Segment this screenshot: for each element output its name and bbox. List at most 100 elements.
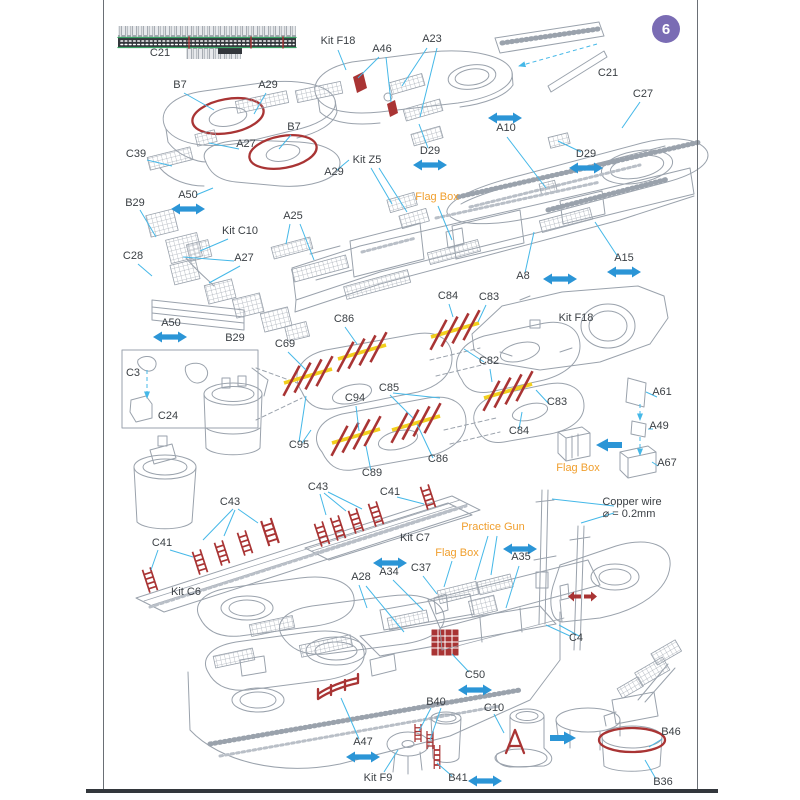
part-label: C43 [308,481,328,493]
part-label: C84 [438,290,458,302]
leader-line [506,136,547,189]
leader-line [477,304,487,323]
leader-line [557,140,582,153]
leader-line [392,392,441,399]
leader-line [545,624,571,637]
part-label: A28 [351,571,371,583]
leader-line [299,223,315,261]
part-label: A61 [652,386,672,398]
flag-box-parts-drawing [557,377,657,479]
part-label: C21 [150,47,170,59]
leader-lines-layer [137,43,663,780]
kit-f18-lower-platform-drawing [471,285,669,371]
part-label: C41 [380,486,400,498]
leader-line [551,498,615,507]
fit-both-ways-arrow [458,684,492,696]
part-label: B7 [287,121,300,133]
leader-line [418,707,432,732]
part-label: C94 [345,392,365,404]
fit-both-ways-arrow [171,203,205,215]
leader-line [645,391,658,398]
leader-line [169,549,194,558]
part-label: B46 [661,726,681,738]
part-label: A8 [516,270,529,282]
part-label: Kit C6 [171,586,201,598]
leader-line [436,762,453,777]
leader-line [594,221,619,258]
leader-line [150,549,159,571]
leader-line [396,496,425,505]
part-label: A46 [372,43,392,55]
part-label: C27 [633,88,653,100]
part-label: C82 [479,355,499,367]
stern-deck-drawing [427,541,671,651]
part-label: C83 [479,291,499,303]
part-label: A29 [324,166,344,178]
part-label: C24 [158,410,178,422]
part-label: B29 [125,197,145,209]
leader-line [298,395,307,443]
main-superstructure-drawing [187,576,561,769]
part-label: B29 [225,332,245,344]
leader-line [535,389,550,405]
leader-line [621,101,641,129]
part-label: C39 [126,148,146,160]
leader-line [370,167,393,205]
part-label: Kit C10 [222,225,258,237]
leader-line [223,509,236,537]
part-label: Copper wire [602,496,661,508]
c27-hull-drawing [446,132,709,225]
c10-funnel-drawing [494,708,553,768]
leader-line [416,423,434,459]
accessory-label: Flag Box [556,462,600,474]
leader-line [651,461,659,467]
part-label: A15 [614,252,634,264]
part-label: ⌀ = 0.2mm [603,508,656,520]
part-label: A49 [649,420,669,432]
accessory-label: Practice Gun [461,521,525,533]
leader-line [437,205,453,241]
funnel-drawing [133,367,269,530]
leader-line [301,429,312,444]
page-number-badge: 6 [652,15,680,43]
part-label: B40 [426,696,446,708]
leader-line [323,492,347,512]
leader-line [208,265,241,284]
page-number: 6 [662,21,670,38]
turret-drawing [555,639,683,772]
kit-c7-deck-drawing [304,483,473,561]
part-label: C37 [411,562,431,574]
leader-line [493,713,505,734]
leader-line [648,738,663,748]
leader-line [505,565,520,609]
leader-line [401,47,428,87]
part-label: C4 [569,632,583,644]
leader-line [199,238,229,252]
part-label: C86 [334,313,354,325]
accessory-label: Flag Box [415,191,459,203]
part-label: C28 [123,250,143,262]
part-label: D29 [576,148,596,160]
part-label: C10 [484,702,504,714]
page-frame-bottom [86,789,718,793]
central-superstructure-drawing [270,167,695,313]
leader-line [340,697,360,740]
part-label: Kit F9 [364,772,393,784]
leader-line [253,92,267,115]
leader-line [580,512,615,524]
leader-line [327,491,363,510]
fit-both-ways-arrow [607,266,641,278]
fit-both-ways-arrow [468,775,502,787]
leader-line [489,368,493,383]
leader-line [392,579,424,611]
part-label: C86 [428,453,448,465]
c21-rail-strip-drawing [117,26,297,59]
forward-platform-drawing [146,80,344,187]
leader-line [365,585,405,633]
leader-line [474,535,489,581]
part-label: B7 [173,79,186,91]
leader-line [385,56,392,103]
leader-line [182,256,235,262]
